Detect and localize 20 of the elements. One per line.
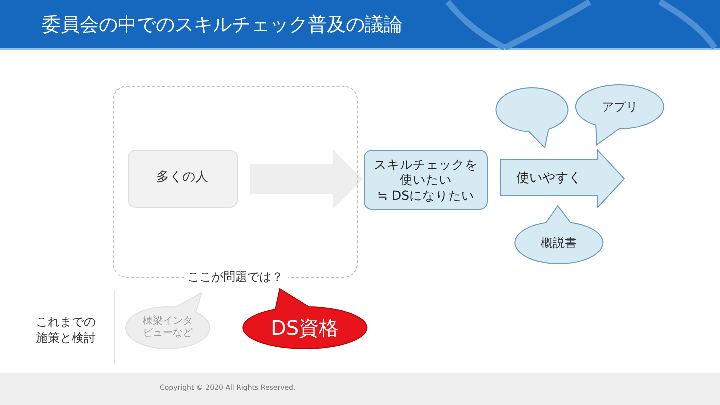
- section-label: これまでの施策と検討: [35, 314, 97, 346]
- box-text: スキルチェックを使いたい: [373, 156, 479, 188]
- speech-bubble: [242, 288, 368, 350]
- box-text: ≒ DSになりたい: [376, 188, 476, 204]
- bubble-text: 概説書: [540, 234, 578, 252]
- process-box: [364, 150, 488, 210]
- slide-title: 委員会の中でのスキルチェック普及の議論: [42, 13, 403, 38]
- block-arrow-connector: [250, 150, 363, 210]
- arrow-text: 使いやすく: [516, 170, 582, 188]
- box-text: 多くの人: [156, 170, 210, 187]
- bubble-text: DS資格: [270, 315, 340, 342]
- bubble-text: 棟梁インタビューなど: [142, 314, 194, 341]
- speech-bubble: [514, 205, 604, 265]
- speech-bubble: [495, 87, 569, 149]
- bubble-text: アプリ: [601, 98, 639, 116]
- speech-bubble: [575, 84, 665, 146]
- speech-bubble: [125, 292, 211, 350]
- arrow-shaped-box: [500, 150, 625, 208]
- problem-note: ここが問題では？: [184, 269, 288, 286]
- process-box: [128, 150, 238, 208]
